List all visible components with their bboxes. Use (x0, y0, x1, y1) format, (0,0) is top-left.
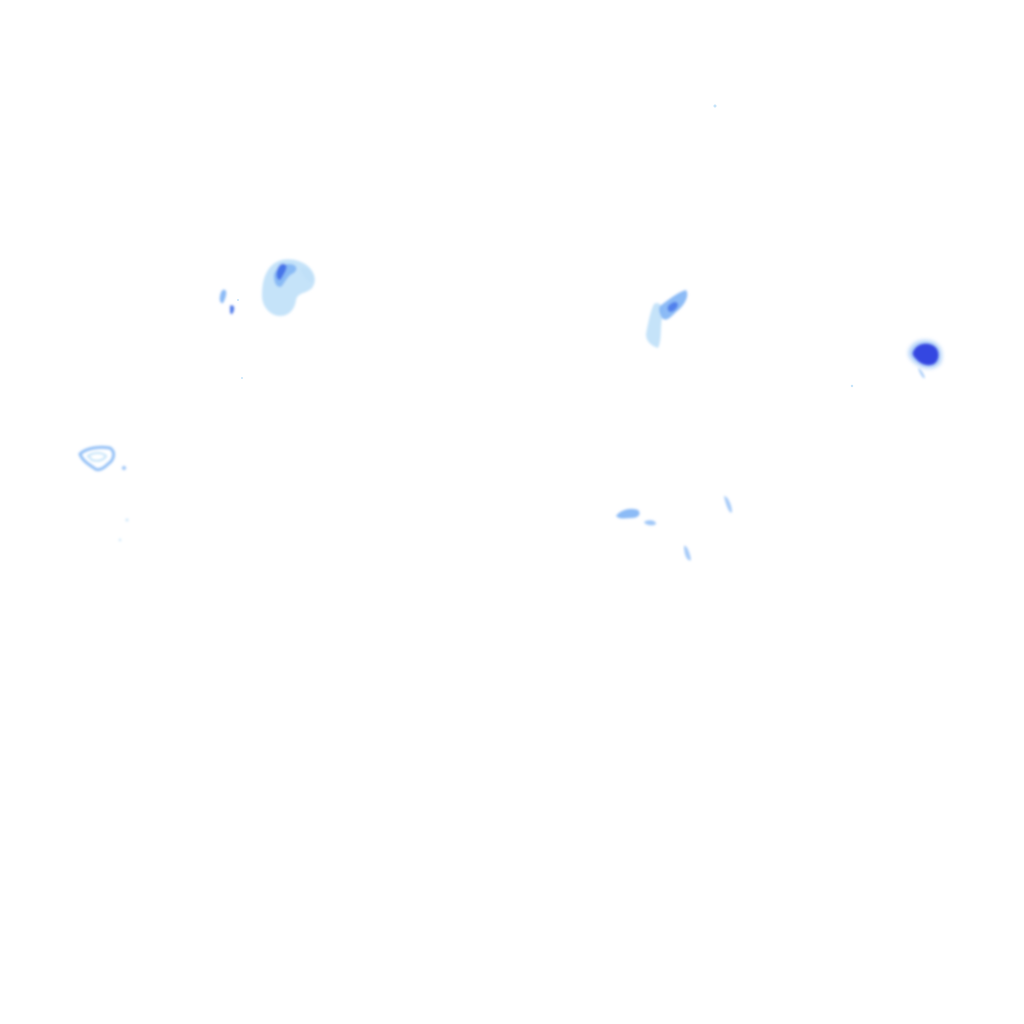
precip-cell-top-left-small (219, 289, 235, 315)
precip-cell-light-area (644, 520, 656, 526)
precip-cell-light-area (724, 496, 732, 513)
precip-cell-inner-ring (86, 452, 108, 462)
precip-cell-far-right (908, 340, 942, 379)
precip-cell-fragment (300, 267, 314, 282)
precip-speck (237, 299, 239, 301)
precip-cell-strong-area (276, 263, 287, 280)
precip-cell-center-right (646, 290, 688, 348)
precip-cell-strong-area (667, 301, 678, 312)
precip-cell-ring (78, 445, 116, 472)
precip-cell-medium-area (616, 508, 640, 519)
precip-specks (237, 104, 854, 388)
precip-cell-medium-area (219, 289, 227, 304)
precip-speck (125, 518, 129, 522)
precip-cell-center-lower (616, 508, 656, 526)
precip-cell-center-lower-right (724, 496, 732, 513)
precip-cell-light-area (646, 302, 663, 348)
precip-cell-center-lower-bottom (684, 545, 691, 561)
precip-cell-tail (918, 368, 925, 379)
precip-cell-top-left-large (262, 259, 315, 316)
precip-speck (850, 384, 854, 388)
precip-speck (241, 377, 243, 379)
precip-cell-heavy-area (912, 343, 939, 366)
precip-speck (118, 538, 122, 542)
precip-speck (713, 104, 717, 108)
precip-speck (122, 466, 126, 470)
precip-cell-strong-area (230, 305, 235, 315)
precip-cell-light-area (684, 545, 691, 561)
precip-cell-left-mid (78, 445, 129, 542)
